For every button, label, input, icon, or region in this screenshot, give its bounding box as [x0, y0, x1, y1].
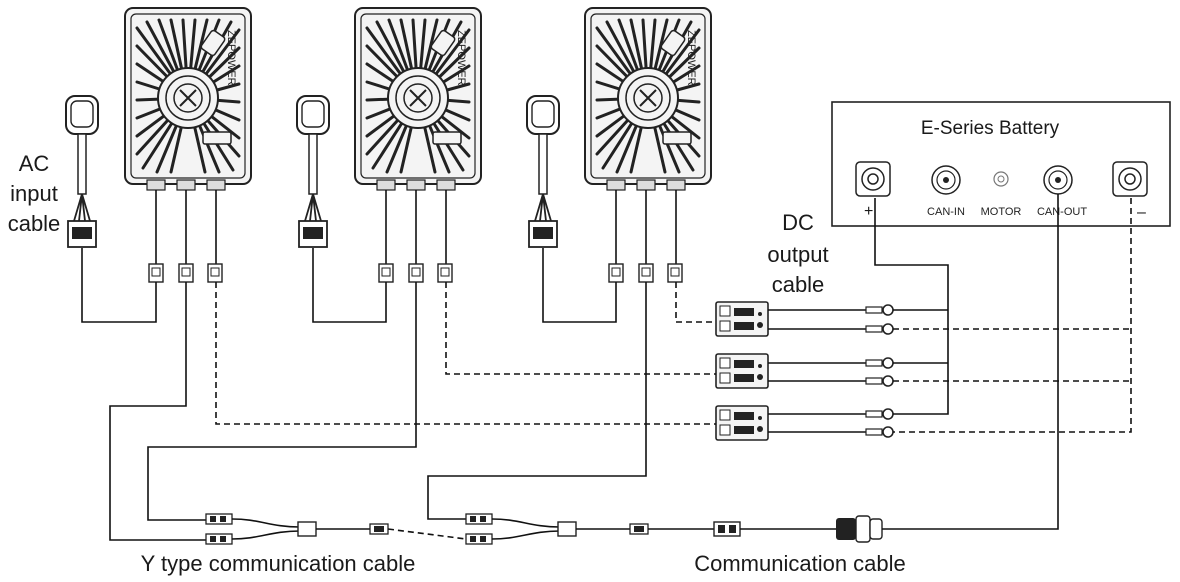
dc-output-connector-3 [715, 405, 894, 441]
battery-title: E-Series Battery [921, 118, 1060, 139]
y-type-communication-cable-label: Y type communication cable [141, 551, 416, 576]
charger-leads-3 [608, 190, 683, 283]
can-out-label: CAN-OUT [1037, 206, 1087, 218]
can-out-port-icon [1043, 165, 1073, 195]
ac-input-cable-label-line1: AC [19, 151, 50, 176]
dc-output-cable-label-line3: cable [772, 272, 825, 297]
charger-brand-3: ZEPOWER [685, 30, 697, 86]
charger-brand-2: ZEPOWER [455, 30, 467, 86]
dc-output-cable-label-line2: output [767, 242, 828, 267]
y-type-communication-cable-connector [205, 513, 389, 545]
ac-plug-3 [526, 95, 560, 248]
ac-input-cable-label-line2: input [10, 181, 58, 206]
ac-plug-1 [65, 95, 99, 248]
can-in-port-icon [931, 165, 961, 195]
communication-cable-label: Communication cable [694, 551, 906, 576]
charger-brand-1: ZEPOWER [225, 30, 237, 86]
charger-leads-1 [148, 190, 223, 283]
motor-label: MOTOR [981, 206, 1022, 218]
dc-output-connector-2 [715, 353, 894, 389]
y-type-communication-cable-connector-2 [465, 513, 649, 545]
dc-output-cable-label-line1: DC [782, 210, 814, 235]
battery-minus-label: – [1137, 204, 1146, 221]
motor-port-icon [993, 171, 1009, 187]
ac-input-cable-label-line3: cable [8, 211, 61, 236]
can-in-label: CAN-IN [927, 206, 965, 218]
dc-output-connector-1 [715, 301, 894, 337]
battery-plus-label: + [864, 203, 873, 220]
battery-minus-terminal-icon [1112, 161, 1148, 197]
battery-plus-terminal-icon [855, 161, 891, 197]
battery-box: E-Series Battery + CAN-IN MOTOR CAN-OUT [831, 101, 1171, 227]
ac-plug-2 [296, 95, 330, 248]
charger-leads-2 [378, 190, 453, 283]
communication-cable-connector [713, 515, 883, 543]
